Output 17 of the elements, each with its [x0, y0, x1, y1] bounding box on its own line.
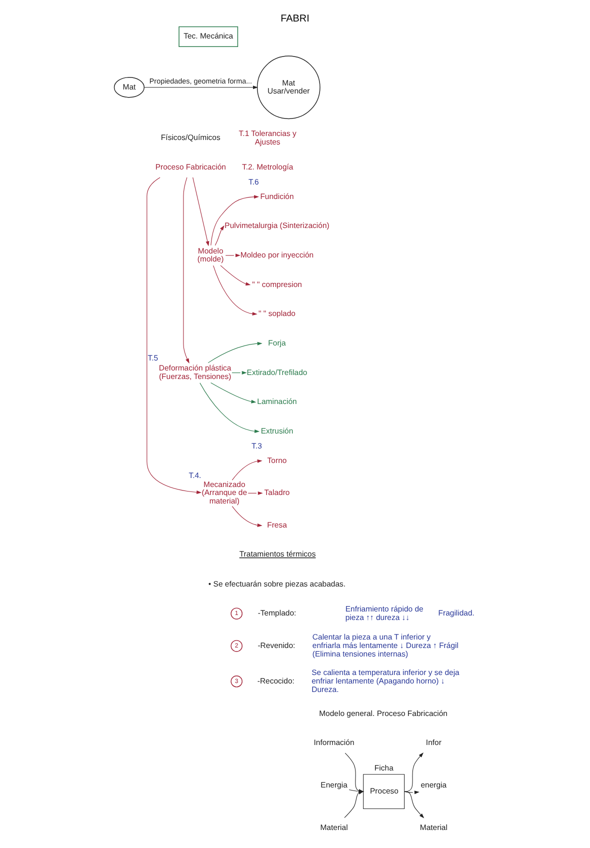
arrow	[146, 176, 202, 494]
arrow	[220, 264, 251, 286]
arrow	[214, 224, 224, 246]
arrow	[232, 458, 262, 480]
arrow	[225, 253, 240, 257]
arrow	[248, 490, 263, 494]
arrow	[213, 264, 258, 316]
diagram-title: FABRI	[280, 12, 310, 24]
arrow	[144, 85, 258, 89]
arrow	[210, 382, 256, 403]
arrow	[210, 194, 260, 246]
arrow	[200, 382, 260, 432]
arrow	[208, 341, 262, 363]
arrow	[183, 176, 190, 363]
arrow	[192, 176, 210, 246]
arrow	[344, 790, 364, 818]
arrow	[232, 506, 262, 526]
